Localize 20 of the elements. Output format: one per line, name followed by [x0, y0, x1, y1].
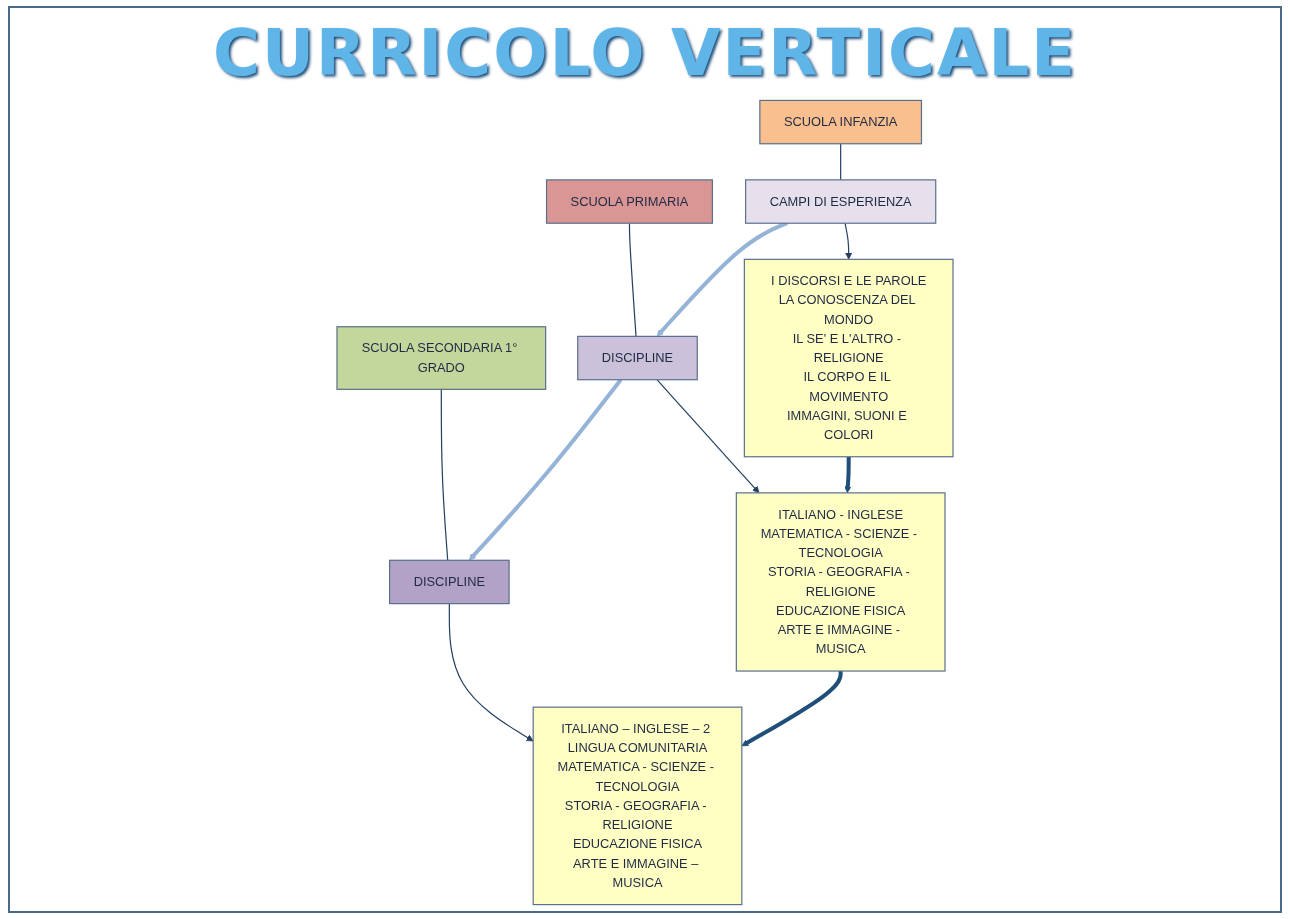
- connector: [840, 143, 842, 181]
- node-box: [388, 559, 510, 605]
- node-box: [532, 706, 743, 906]
- node-box: [336, 326, 547, 390]
- title: CURRICOLO VERTICALE: [213, 16, 1077, 90]
- node-box: [759, 99, 923, 145]
- arrow: [741, 671, 843, 747]
- node-box: [745, 179, 937, 224]
- connector: [440, 388, 449, 561]
- arrow: [468, 378, 623, 561]
- node-box: [545, 179, 714, 224]
- arrow: [844, 222, 853, 260]
- node-box: [577, 335, 698, 381]
- page-border: CURRICOLO VERTICALE SCUOLA INFANZIA SCUOLA PRIMARIA SCUOLA SECONDARIA 1° GRADO CAMPI DI ESPERIENZA DISCIPLINE DISCIPLINE I DISCORSI E LE PAROLE LA CONOSCENZA DEL MONDO IL SE' E L'ALTRO - RELIGIONE IL CORPO E IL MOVIMENTO IMMAGINI, SUONI E COLORI ITALIANO - INGLESE MATEMATICA - SCIENZE - TECNOLOGIA STORIA - GEOGRAFIA - RELIGIONE EDUCAZIONE FISICA ARTE E IMMAGINE - MUSICA ITALIANO – INGLESE – 2 LINGUA COMUNITARIA MATEMATICA - SCIENZE - TECNOLOGIA STORIA - GEOGRAFIA - RELIGIONE EDUCAZIONE FISICA ARTE E IMMAGINE – MUSICA: [8, 6, 1282, 913]
- connector: [628, 222, 637, 337]
- arrow: [844, 456, 852, 494]
- arrow: [448, 603, 534, 742]
- node-box: [743, 258, 954, 458]
- node-box: [735, 492, 946, 672]
- arrow: [656, 379, 760, 494]
